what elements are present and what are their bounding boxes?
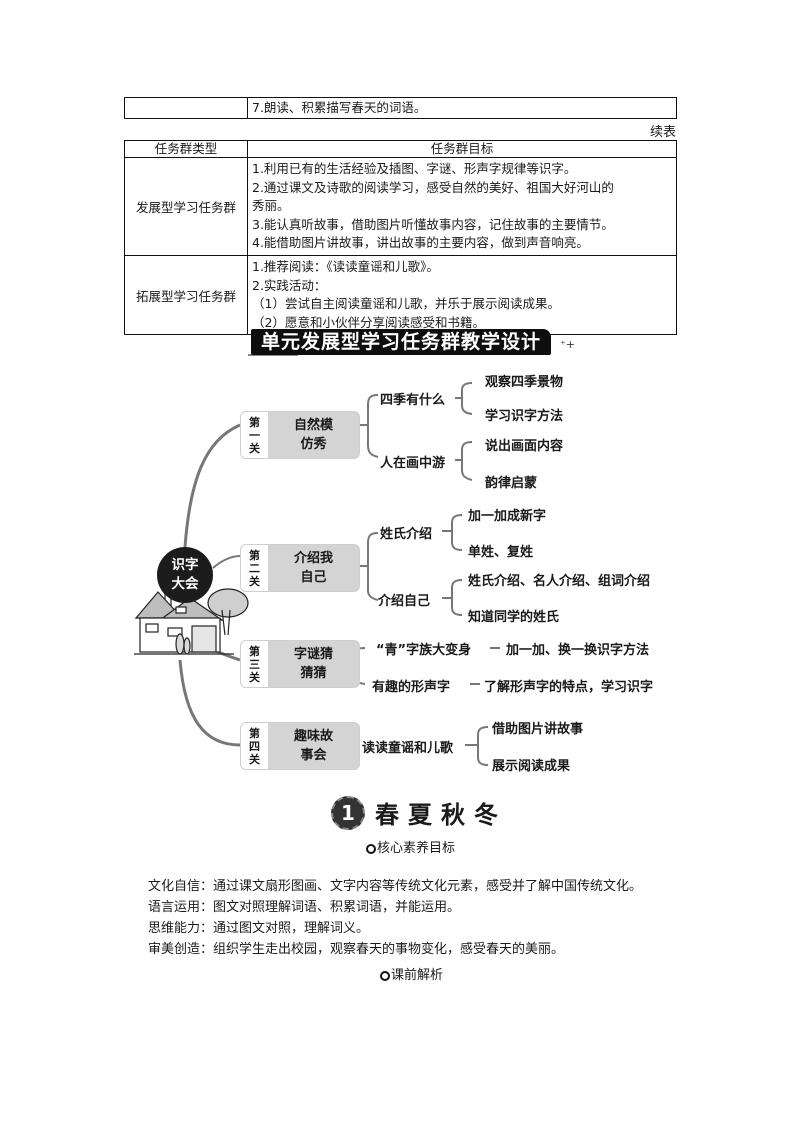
branch-node: 读读童谣和儿歌: [362, 741, 454, 756]
branch-node: 四季有什么: [380, 393, 446, 408]
lesson-title: 1 春夏秋冬: [331, 795, 507, 830]
previous-table-tail: 7.朗读、积累描写春天的词语。: [124, 97, 677, 119]
goal-line: 1.推荐阅读：《读读童谣和儿歌》。: [252, 258, 439, 274]
row-goals: 1.推荐阅读：《读读童谣和儿歌》。 2.实践活动： （1）尝试自主阅读童谣和儿歌…: [247, 254, 677, 336]
sparkle-icon: ⁺+: [560, 338, 576, 351]
bullet-circle-icon: [366, 843, 376, 854]
core-goal-item: 文化自信：通过课文扇形图画、文字内容等传统文化元素，感受并了解中国传统文化。: [148, 879, 643, 894]
lesson-name: 春夏秋冬: [375, 801, 507, 829]
core-goal-item: 审美创造：组织学生走出校园，观察春天的事物变化，感受春天的美丽。: [148, 942, 565, 957]
stage-name: 字谜猜猜猜: [293, 647, 333, 681]
header-type: 任务群类型: [124, 140, 248, 158]
core-goal-item: 思维能力：通过图文对照，理解词义。: [148, 921, 370, 936]
pre-class-heading: 课前解析: [380, 964, 443, 983]
goal-line: 2.通过课文及诗歌的阅读学习，感受自然的美好、祖国大好河山的: [252, 179, 614, 195]
leaf-node: 韵律启蒙: [485, 476, 538, 491]
leaf-node: 加一加成新字: [468, 509, 547, 524]
hub-line: 大会: [171, 576, 199, 592]
section-banner: 单元发展型学习任务群教学设计: [251, 329, 552, 355]
leaf-node: 展示阅读成果: [492, 759, 571, 774]
row-goals: 1.利用已有的生活经验及插图、字谜、形声字规律等识字。 2.通过课文及诗歌的阅读…: [247, 157, 677, 256]
table-row: 拓展型学习任务群 1.推荐阅读：《读读童谣和儿歌》。 2.实践活动： （1）尝试…: [124, 254, 677, 336]
stage-name: 趣味故事会: [293, 729, 333, 763]
stage-3-node: 第三关 字谜猜猜猜: [240, 640, 360, 688]
bullet-circle-icon: [380, 970, 390, 981]
core-goals-heading: 核心素养目标: [366, 837, 455, 856]
branch-node: 姓氏介绍: [380, 527, 433, 542]
goal-line: （1）尝试自主阅读童谣和儿歌，并乐于展示阅读成果。: [252, 296, 560, 312]
goal-line: 4.能借助图片讲故事，讲出故事的主要内容，做到声音响亮。: [252, 235, 589, 251]
leaf-node: 学习识字方法: [485, 409, 564, 424]
leaf-node: 加一加、换一换识字方法: [506, 643, 650, 658]
goal-cell: 7.朗读、积累描写春天的词语。: [247, 97, 677, 119]
leaf-node: 说出画面内容: [485, 439, 564, 454]
core-goals-list: 文化自信：通过课文扇形图画、文字内容等传统文化元素，感受并了解中国传统文化。 语…: [148, 876, 642, 960]
leaf-node: 观察四季景物: [485, 375, 564, 390]
goal-line: 3.能认真听故事，借助图片听懂故事内容，记住故事的主要情节。: [252, 216, 614, 232]
leaf-node: 单姓、复姓: [468, 545, 534, 560]
stage-2-node: 第二关 介绍我自己: [240, 544, 360, 592]
task-group-table: 任务群类型 任务群目标 发展型学习任务群 1.利用已有的生活经验及插图、字谜、形…: [124, 140, 677, 336]
lesson-number-badge: 1: [331, 795, 365, 830]
stage-number: 第四关: [241, 723, 268, 769]
goal-line: （2）愿意和小伙伴分享阅读感受和书籍。: [252, 314, 485, 330]
goal-line: 1.利用已有的生活经验及插图、字谜、形声字规律等识字。: [252, 161, 577, 176]
stage-number: 第二关: [241, 545, 268, 591]
house-illustration: [134, 587, 249, 655]
leaf-node: 借助图片讲故事: [492, 722, 584, 737]
leaf-node: 知道同学的姓氏: [468, 610, 560, 625]
branch-node: “青”字族大变身: [376, 643, 472, 658]
table-row: 发展型学习任务群 1.利用已有的生活经验及插图、字谜、形声字规律等识字。 2.通…: [124, 157, 677, 256]
hub-node: 识字大会: [157, 547, 213, 603]
stage-name: 介绍我自己: [293, 551, 333, 585]
stage-name: 自然模仿秀: [293, 418, 333, 452]
branch-node: 人在画中游: [380, 456, 446, 471]
leaf-node: 了解形声字的特点，学习识字: [484, 680, 654, 695]
stage-1-node: 第一关 自然模仿秀: [240, 411, 360, 459]
branch-node: 介绍自己: [378, 594, 431, 609]
header-goal: 任务群目标: [247, 140, 677, 158]
stage-4-node: 第四关 趣味故事会: [240, 722, 360, 770]
leaf-node: 姓氏介绍、名人介绍、组词介绍: [468, 574, 651, 589]
core-goal-item: 语言运用：图文对照理解词语、积累词语，并能运用。: [148, 900, 461, 915]
hub-line: 识字: [171, 557, 199, 573]
stage-number: 第一关: [241, 412, 268, 458]
goal-line: 秀丽。: [252, 198, 290, 214]
stage-number: 第三关: [241, 641, 268, 687]
row-type: 发展型学习任务群: [124, 157, 248, 256]
continued-table-label: 续表: [649, 125, 676, 140]
branch-node: 有趣的形声字: [372, 680, 451, 695]
banner-underline: [248, 348, 298, 356]
goal-line: 2.实践活动：: [252, 277, 327, 293]
